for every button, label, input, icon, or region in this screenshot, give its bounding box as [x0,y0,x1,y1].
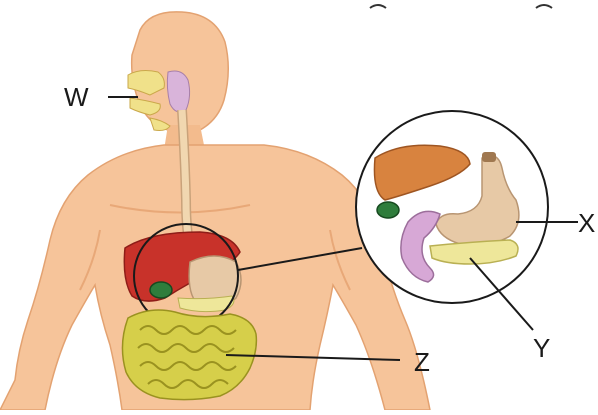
top-artifact-left [370,5,386,8]
label-x: X [578,208,595,238]
inset-magnified-view [356,111,548,303]
inset-esophagus-end [482,152,496,162]
label-y: Y [533,333,550,363]
label-z: Z [414,347,430,377]
inset-gallbladder-icon [377,202,399,218]
top-artifact-right [536,5,552,8]
gallbladder-icon [150,282,172,298]
label-w: W [64,82,89,112]
